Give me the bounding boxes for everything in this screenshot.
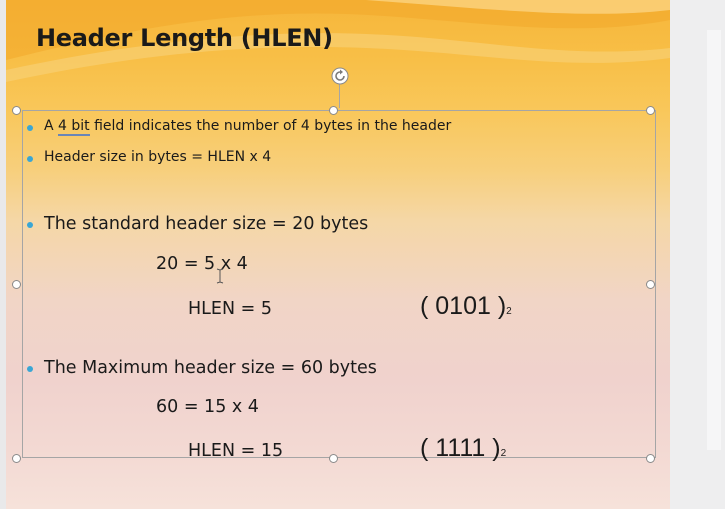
bullet-icon bbox=[27, 125, 33, 131]
bullet-maximum-header-size: The Maximum header size = 60 bytes bbox=[44, 358, 377, 378]
text-box-selection-frame[interactable] bbox=[22, 110, 656, 458]
standard-hlen-value: HLEN = 5 bbox=[188, 299, 272, 319]
bullet-4bit-field-pre: A bbox=[44, 118, 59, 134]
standard-binary-value: ( 0101 )2 bbox=[420, 292, 512, 321]
maximum-binary-base: 2 bbox=[500, 448, 507, 459]
maximum-binary-digits: ( 1111 ) bbox=[420, 434, 501, 462]
resize-handle-bottom-center[interactable] bbox=[329, 454, 338, 463]
bullet-standard-header-size: The standard header size = 20 bytes bbox=[44, 214, 369, 234]
maximum-hlen-value: HLEN = 15 bbox=[188, 441, 284, 461]
vertical-scrollbar[interactable] bbox=[707, 30, 721, 450]
resize-handle-top-center[interactable] bbox=[329, 106, 338, 115]
title-wave-decoration bbox=[6, 0, 670, 82]
bullet-icon bbox=[27, 156, 33, 162]
slide-canvas[interactable]: Header Length (HLEN) A 4 bit field indic… bbox=[6, 0, 670, 509]
resize-handle-middle-right[interactable] bbox=[646, 280, 655, 289]
resize-handle-bottom-right[interactable] bbox=[646, 454, 655, 463]
standard-equation: 20 = 5 x 4 bbox=[156, 254, 248, 274]
maximum-equation: 60 = 15 x 4 bbox=[156, 397, 259, 417]
resize-handle-top-left[interactable] bbox=[12, 106, 21, 115]
standard-binary-base: 2 bbox=[506, 306, 512, 317]
bullet-4bit-field-post: field indicates the number of 4 bytes in… bbox=[89, 118, 452, 134]
resize-handle-top-right[interactable] bbox=[646, 106, 655, 115]
bullet-icon bbox=[27, 222, 33, 228]
slide-title: Header Length (HLEN) bbox=[36, 24, 333, 52]
resize-handle-bottom-left[interactable] bbox=[12, 454, 21, 463]
resize-handle-middle-left[interactable] bbox=[12, 280, 21, 289]
bullet-4bit-field: A 4 bit field indicates the number of 4 … bbox=[44, 118, 452, 136]
bullet-icon bbox=[27, 366, 33, 372]
rotate-handle-stem bbox=[339, 84, 340, 108]
bullet-header-size-formula: Header size in bytes = HLEN x 4 bbox=[44, 149, 272, 165]
text-cursor-icon bbox=[216, 268, 224, 284]
rotate-handle-icon[interactable] bbox=[330, 66, 350, 86]
maximum-binary-value: ( 1111 )2 bbox=[420, 434, 506, 463]
spell-check-underlined-text[interactable]: 4 bit bbox=[58, 118, 90, 136]
standard-binary-digits: ( 0101 ) bbox=[420, 292, 507, 320]
